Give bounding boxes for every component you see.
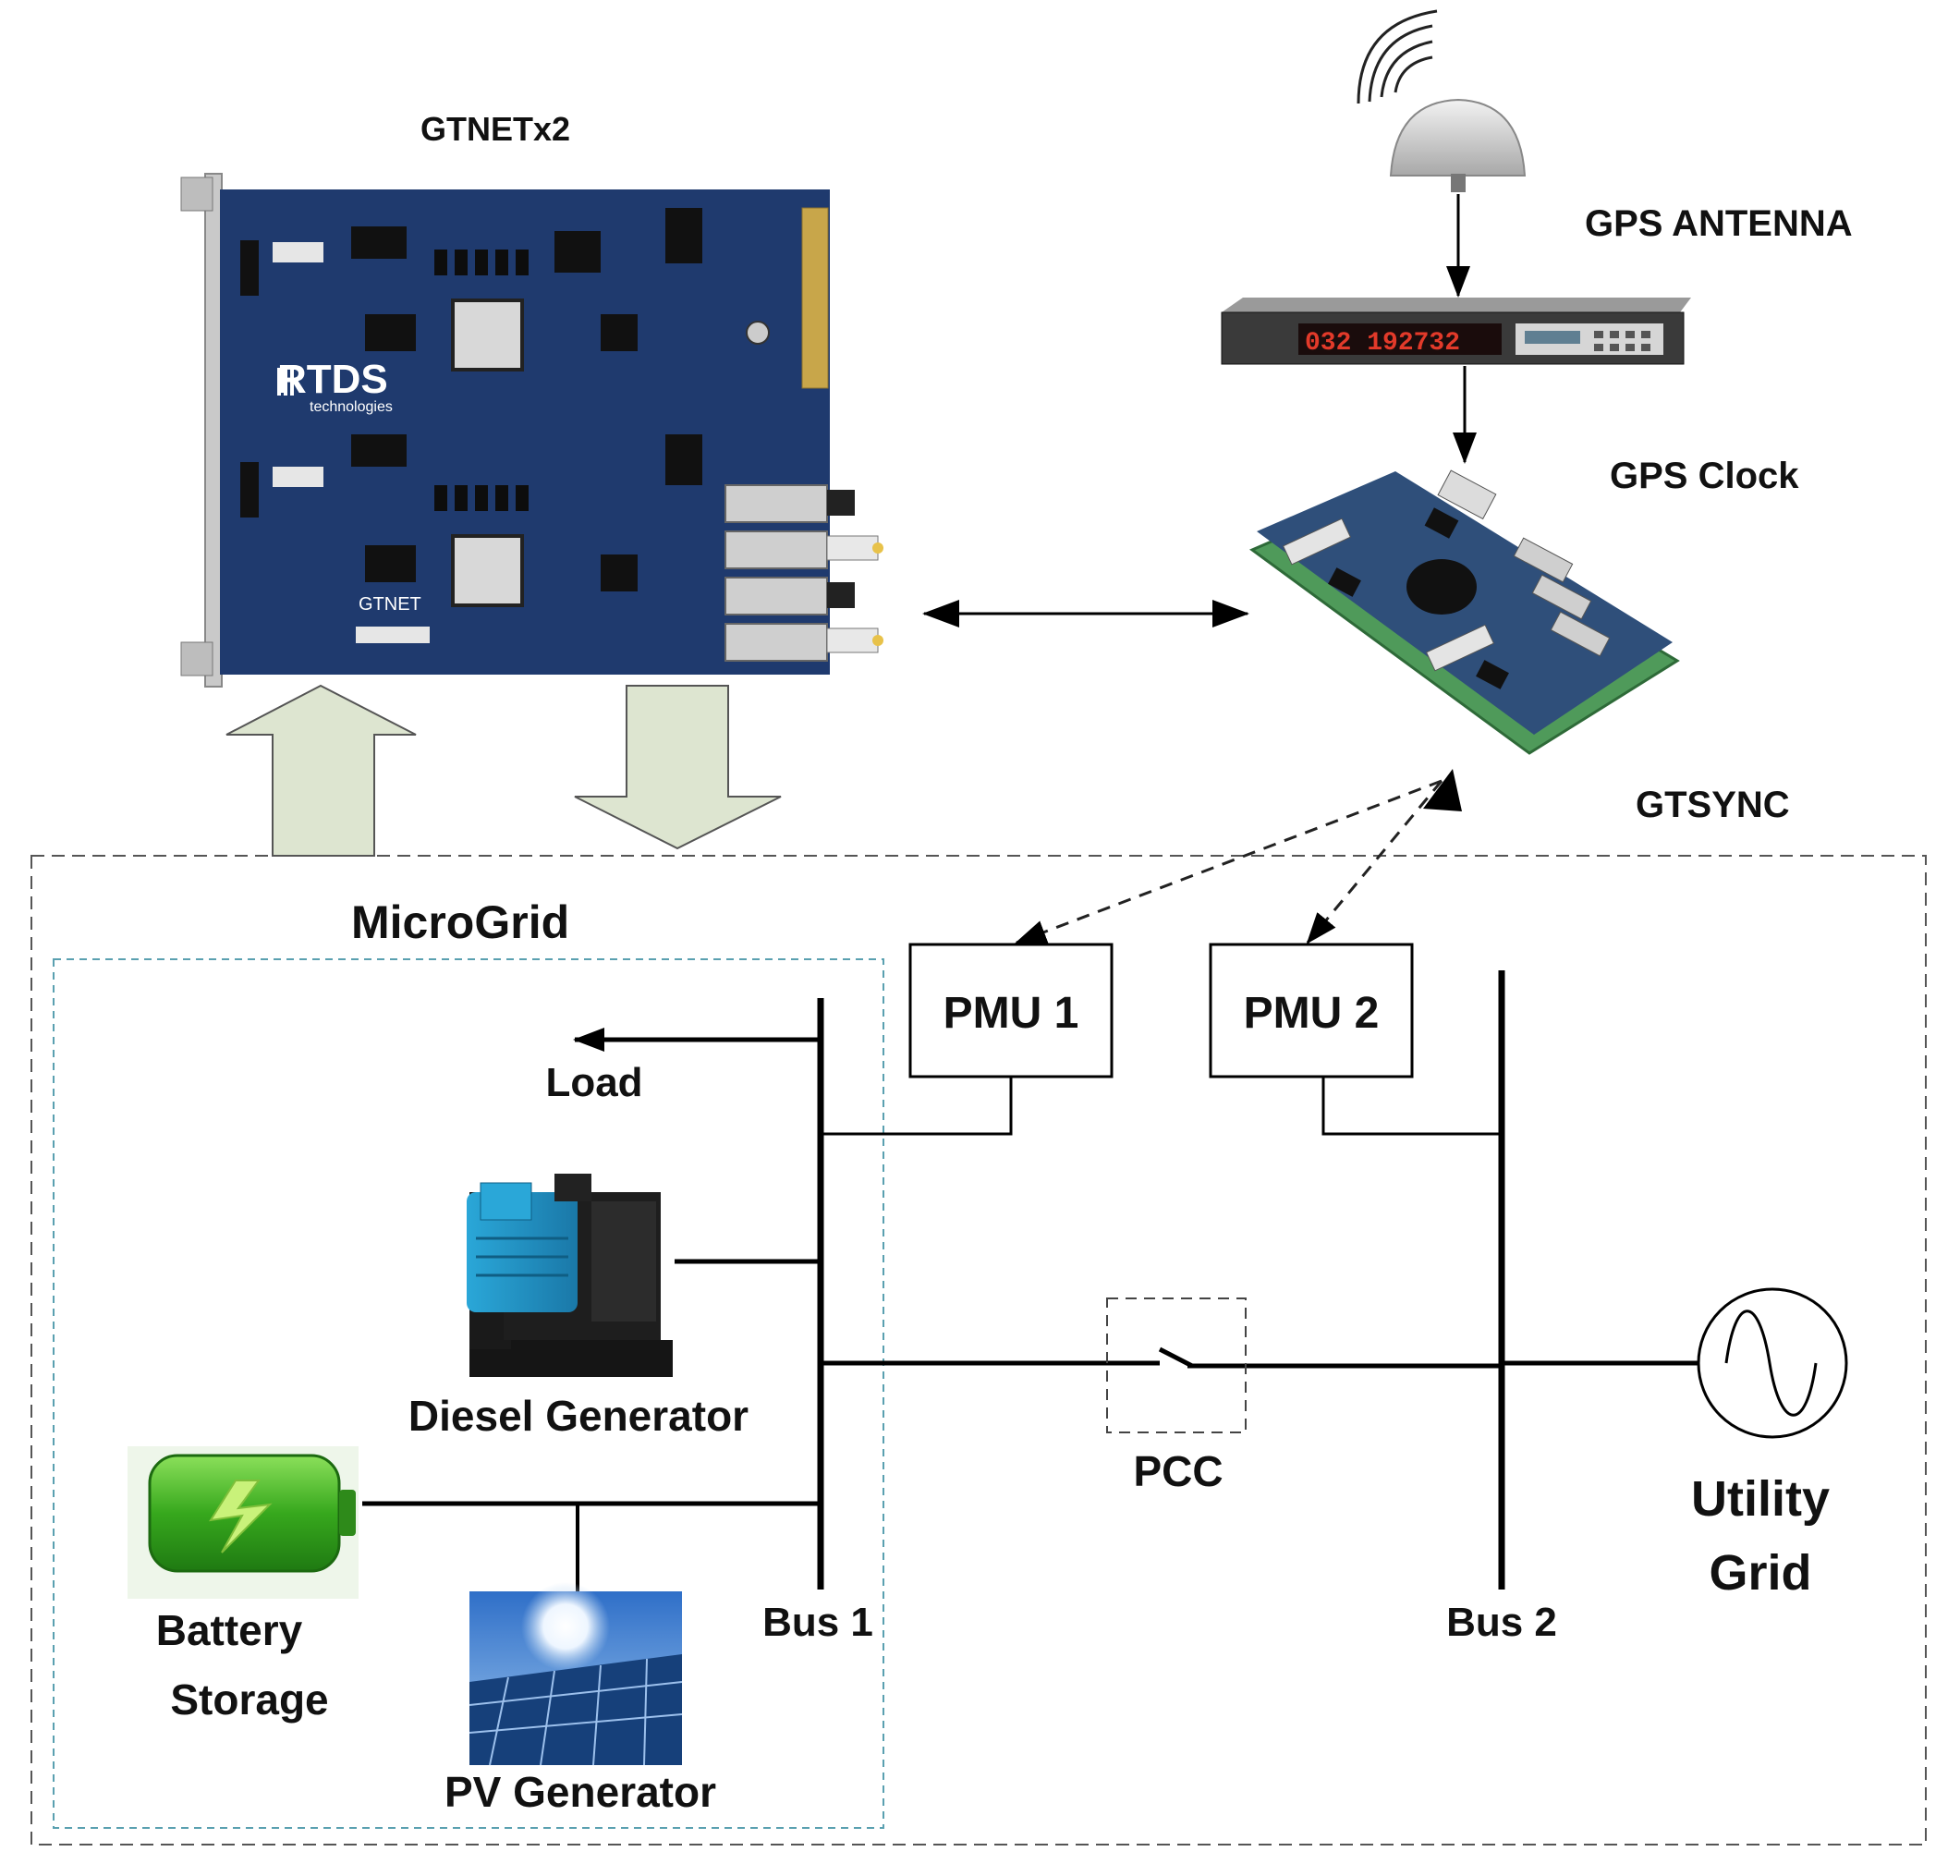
battery-label-line2: Storage [170,1675,328,1724]
block-arrow-up [225,684,417,857]
microgrid-inner-boundary [53,958,884,1829]
utility-label-line1: Utility [1691,1471,1830,1527]
gtnet-silk-label: GTNET [359,594,421,615]
microgrid-title: MicroGrid [351,896,569,948]
gtnet-chip [665,434,702,485]
gtsync-board: GTSYNC [1249,469,1790,825]
gps-antenna: GPS ANTENNA [1357,9,1853,244]
gtsync-chip [1328,567,1361,597]
pmu2-to-bus2-line [1321,1077,1502,1136]
pcc-switch-blade [1158,1346,1194,1369]
gtnet-chip [554,231,601,273]
gtsync-buzzer [1406,559,1477,615]
pmu1-box [908,943,1114,1078]
gtnet-board: GTNETx2 RTDS technologies [180,110,883,688]
battery-label-line1: Battery [156,1606,303,1654]
gps-clock-display-text: 032 192732 [1305,329,1460,358]
bus2-label: Bus 2 [1446,1600,1557,1645]
gtnet-logo-bars [277,368,294,396]
gtnet-chip [240,462,259,518]
gtnet-resistor-rows [434,250,529,511]
gtnet-chip [365,545,416,582]
gps-clock-lcd [1525,331,1580,344]
gtnet-front-panel [204,173,223,688]
gtnet-fpga-1 [451,298,524,372]
gps-clock-top [1222,298,1691,312]
battery-icon [128,1446,359,1599]
gps-clock: 032 192732 GPS Clock [1221,298,1799,496]
diesel-label: Diesel Generator [408,1392,749,1440]
utility-source-icon [1697,1287,1848,1439]
gps-clock-display [1298,323,1502,355]
gtnet-label-sticker [356,627,430,643]
gtsync-chip [1424,507,1459,539]
gtnet-logo-sub: technologies [310,399,393,415]
microgrid-boundary [30,855,1927,1846]
gtnet-chip [601,314,638,351]
gtnet-sfp-cages [724,484,883,662]
gtnet-chip [365,314,416,351]
gps-dome [1389,98,1527,177]
pcc-label: PCC [1133,1447,1223,1495]
gtsync-label: GTSYNC [1636,785,1790,825]
utility-label-line2: Grid [1709,1545,1811,1601]
gtnet-ejector-top [180,177,213,212]
gtnet-fpga-2 [451,534,524,607]
pmu1-to-bus1-line [821,1077,1013,1136]
pv-label: PV Generator [444,1768,716,1816]
gtnet-logo: RTDS [277,357,388,402]
gtsync-chip [1476,660,1509,689]
gtsync-pmu2-dashed-link [1306,780,1443,944]
gtsync-arrowhead [1423,769,1462,811]
pv-panel-icon [469,1582,683,1766]
gtsync-pmu1-dashed-link [1015,779,1443,944]
gtnet-chip [601,554,638,591]
gps-clock-label: GPS Clock [1610,456,1799,496]
gtnet-ejector-bottom [180,641,213,676]
gps-dome-base [1451,174,1466,192]
gtnet-label-sticker [273,467,323,487]
gtnet-chip [351,226,407,259]
block-arrow-down [574,685,782,850]
pmu1-label: PMU 1 [943,989,1079,1038]
pcc-box [1106,1297,1247,1433]
gtnet-title: GTNETx2 [420,110,570,148]
gps-antenna-label: GPS ANTENNA [1585,203,1853,244]
gtnet-chip [665,208,702,263]
gtnet-edge-connector [801,207,829,389]
gtnet-chip [240,240,259,296]
gps-clock-buttons [1594,331,1650,351]
gtnet-chip [351,434,407,467]
pmu2-box [1209,943,1414,1078]
pmu2-label: PMU 2 [1244,989,1380,1038]
signal-waves-icon [1357,9,1438,104]
load-label: Load [545,1060,642,1105]
diesel-generator-icon [467,1174,673,1377]
bus1-label: Bus 1 [762,1600,873,1645]
gtnet-battery-cell [746,321,770,345]
gtsync-connectors [1282,469,1611,672]
gtnet-label-sticker [273,242,323,262]
